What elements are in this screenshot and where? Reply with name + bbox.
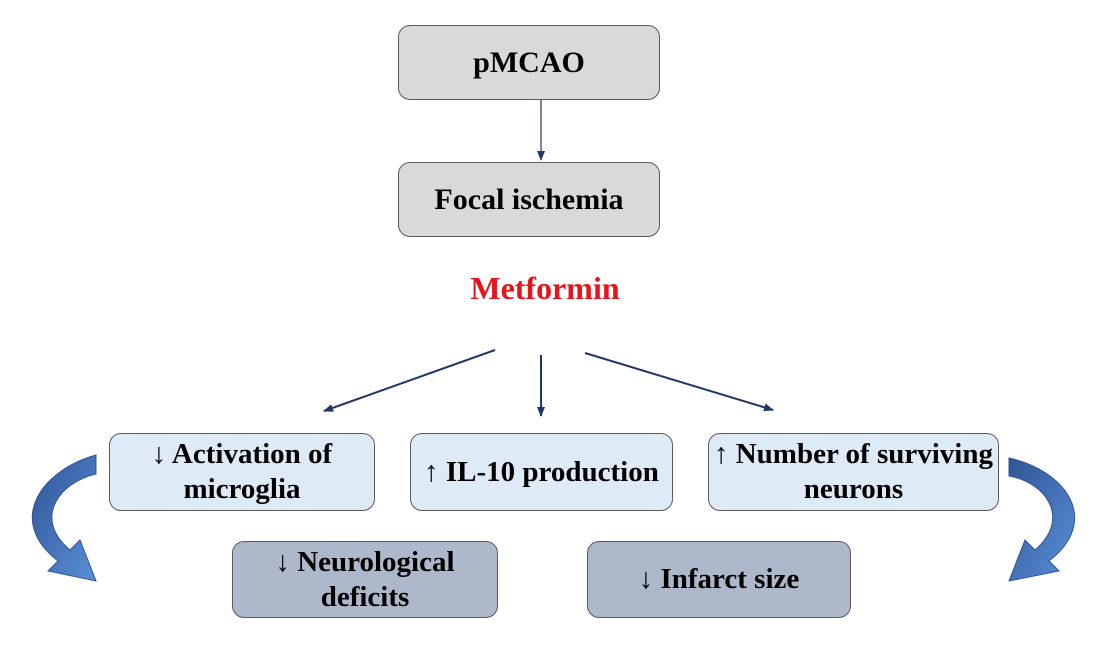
node-infarct-size: ↓ Infarct size xyxy=(587,541,851,618)
metformin-label: Metformin xyxy=(470,270,620,306)
node-surviving-neurons: ↑ Number of surviving neurons xyxy=(708,433,999,511)
node-il10-production: ↑ IL-10 production xyxy=(410,433,673,511)
arrow-metformin-to-neurons xyxy=(584,352,774,412)
node-microglia-activation: ↓ Activation of microglia xyxy=(109,433,375,511)
node-focal-ischemia: Focal ischemia xyxy=(398,162,660,237)
curved-arrow-right xyxy=(1008,457,1076,582)
curved-arrow-left xyxy=(31,454,97,582)
node-microglia-activation-label: ↓ Activation of microglia xyxy=(151,438,333,505)
node-neurological-deficits-label: ↓ Neurological deficits xyxy=(275,545,455,613)
node-il10-production-label: ↑ IL-10 production xyxy=(424,455,659,488)
node-infarct-size-label: ↓ Infarct size xyxy=(638,563,800,596)
arrow-metformin-to-microglia xyxy=(323,349,496,412)
node-neurological-deficits: ↓ Neurological deficits xyxy=(232,541,498,618)
node-pmcao: pMCAO xyxy=(398,25,660,100)
node-focal-ischemia-label: Focal ischemia xyxy=(434,182,624,216)
node-surviving-neurons-label: ↑ Number of surviving neurons xyxy=(713,438,993,505)
node-pmcao-label: pMCAO xyxy=(473,45,585,79)
